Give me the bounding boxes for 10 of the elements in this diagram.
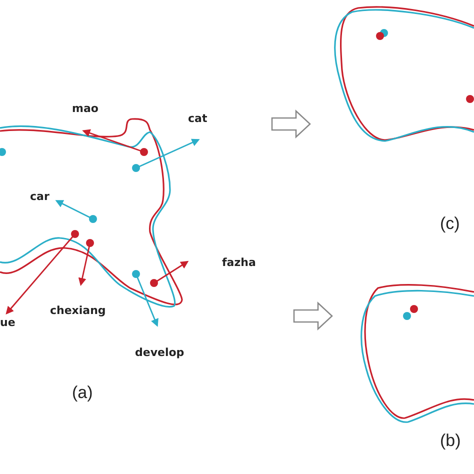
panel-label: (b): [440, 431, 461, 451]
panel-label: (a): [72, 383, 93, 403]
word-label: develop: [135, 346, 184, 359]
word-label: ue: [0, 316, 16, 329]
panel-label: (c): [440, 214, 460, 234]
word-label: cat: [188, 112, 208, 125]
word-label: car: [30, 190, 50, 203]
word-label: chexiang: [50, 304, 106, 317]
word-label: mao: [72, 102, 98, 115]
word-label: fazha: [222, 256, 256, 269]
